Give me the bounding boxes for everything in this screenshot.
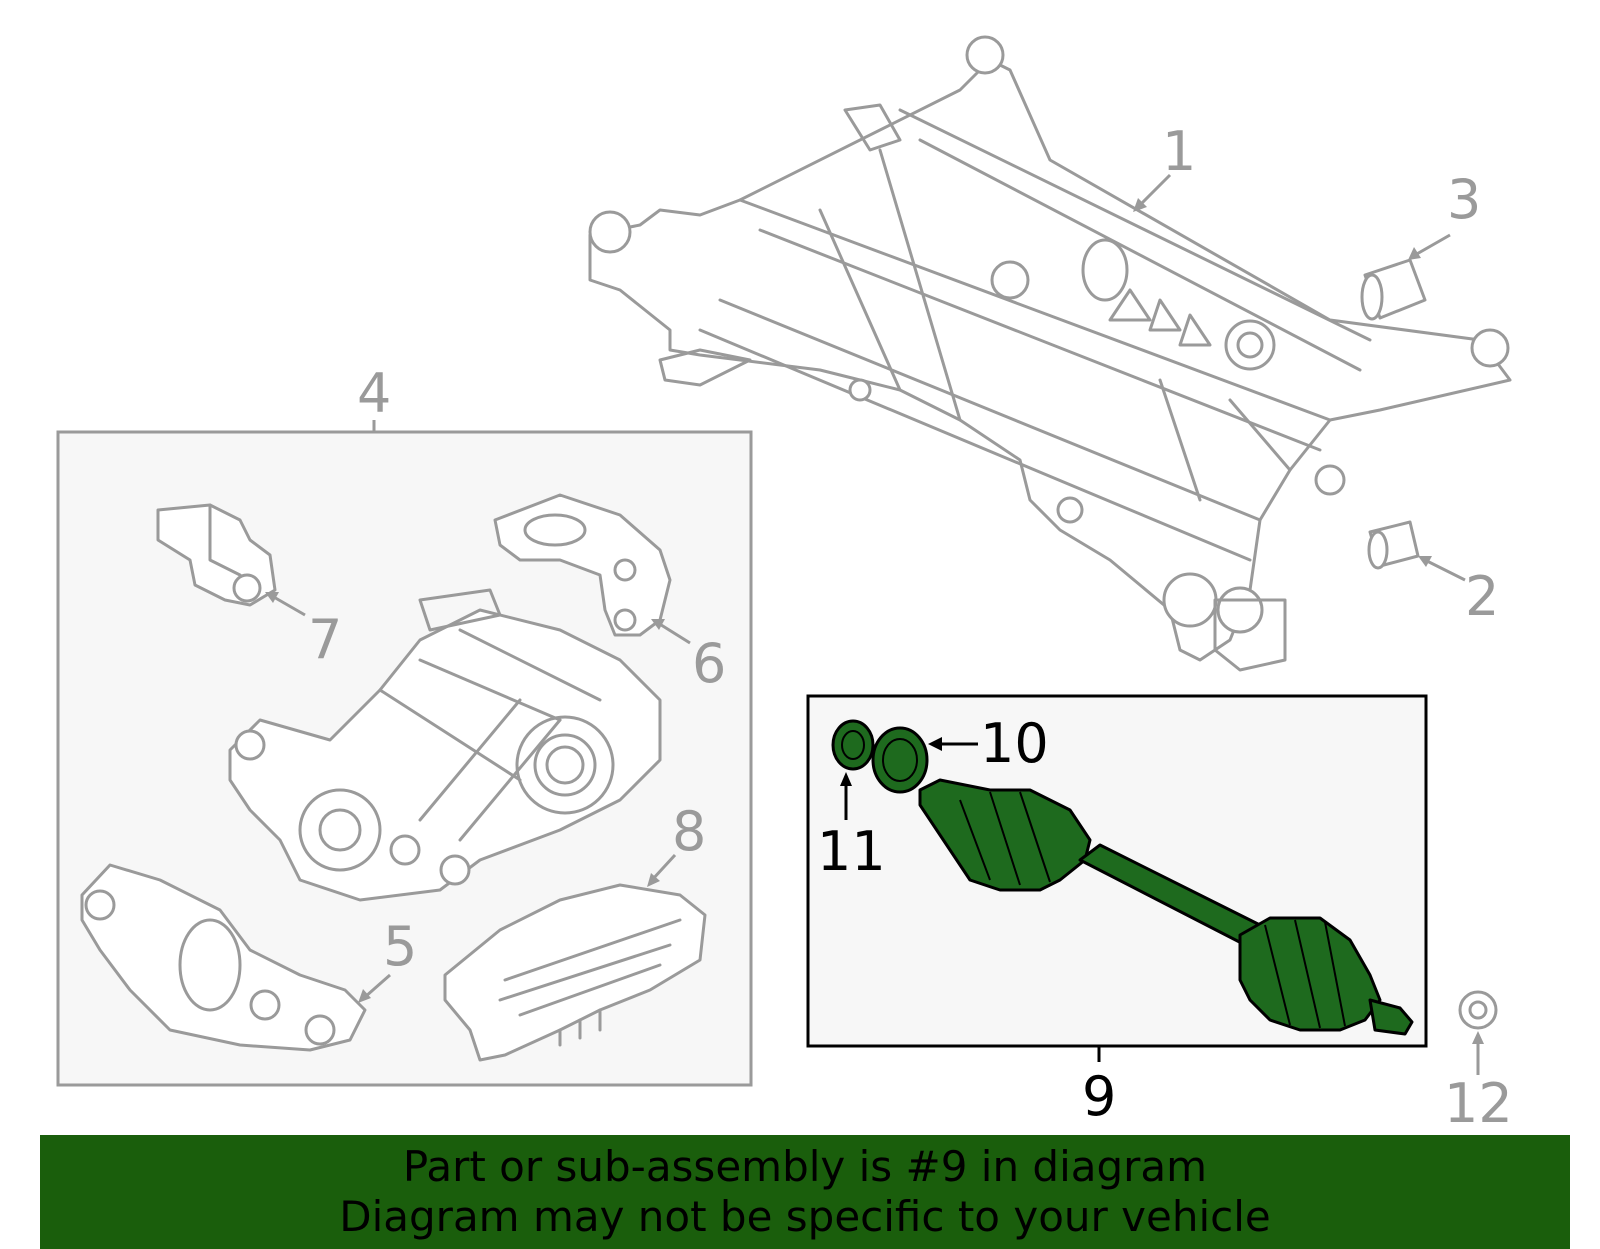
arrowhead-11	[840, 772, 852, 786]
banner-line-2: Diagram may not be specific to your vehi…	[339, 1192, 1271, 1241]
mount-part-6[interactable]	[493, 493, 672, 637]
nut-part-12[interactable]	[1458, 990, 1498, 1030]
callout-2: 2	[1465, 565, 1499, 628]
banner-line-1: Part or sub-assembly is #9 in diagram	[402, 1142, 1208, 1191]
leader-8	[650, 853, 677, 882]
seal-part-10[interactable]	[871, 726, 929, 794]
leader-7	[271, 594, 306, 617]
arrowhead-3	[1408, 247, 1421, 260]
leader-6	[657, 621, 691, 645]
arrowhead-6	[651, 619, 665, 630]
arrowhead-10	[928, 737, 942, 751]
leader-3	[1414, 233, 1451, 257]
bushing-part-3[interactable]	[1360, 258, 1427, 321]
info-banner: Part or sub-assembly is #9 in diagram Di…	[40, 1135, 1570, 1249]
seal-part-11[interactable]	[831, 719, 875, 771]
arrowhead-2	[1418, 556, 1432, 567]
callout-9: 9	[1082, 1065, 1116, 1128]
cover-part-8[interactable]	[443, 883, 707, 1062]
callout-6: 6	[692, 632, 726, 695]
arrowhead-1	[1133, 198, 1147, 212]
callout-1: 1	[1162, 120, 1196, 183]
callout-12: 12	[1444, 1072, 1513, 1135]
bushing-part-2[interactable]	[1367, 520, 1420, 570]
callout-5: 5	[383, 915, 417, 978]
callout-8: 8	[672, 800, 706, 863]
callout-10: 10	[980, 712, 1049, 775]
callout-3: 3	[1447, 168, 1481, 231]
leader-1	[1138, 173, 1172, 207]
arrowhead-5	[358, 989, 371, 1003]
leader-2	[1424, 558, 1466, 582]
callout-11: 11	[817, 820, 886, 883]
bracket-part-5[interactable]	[80, 863, 367, 1052]
leader-5	[364, 973, 391, 999]
arrowhead-8	[647, 873, 660, 887]
callout-4: 4	[357, 362, 391, 425]
differential-part-4[interactable]	[228, 588, 662, 902]
subframe-part-1[interactable]	[588, 35, 1512, 672]
arrowhead-7	[265, 592, 279, 603]
sensor-part-7[interactable]	[156, 503, 277, 607]
axle-shaft-part-9[interactable]	[918, 778, 1414, 1036]
callout-7: 7	[308, 608, 342, 671]
arrowhead-12	[1472, 1031, 1484, 1044]
